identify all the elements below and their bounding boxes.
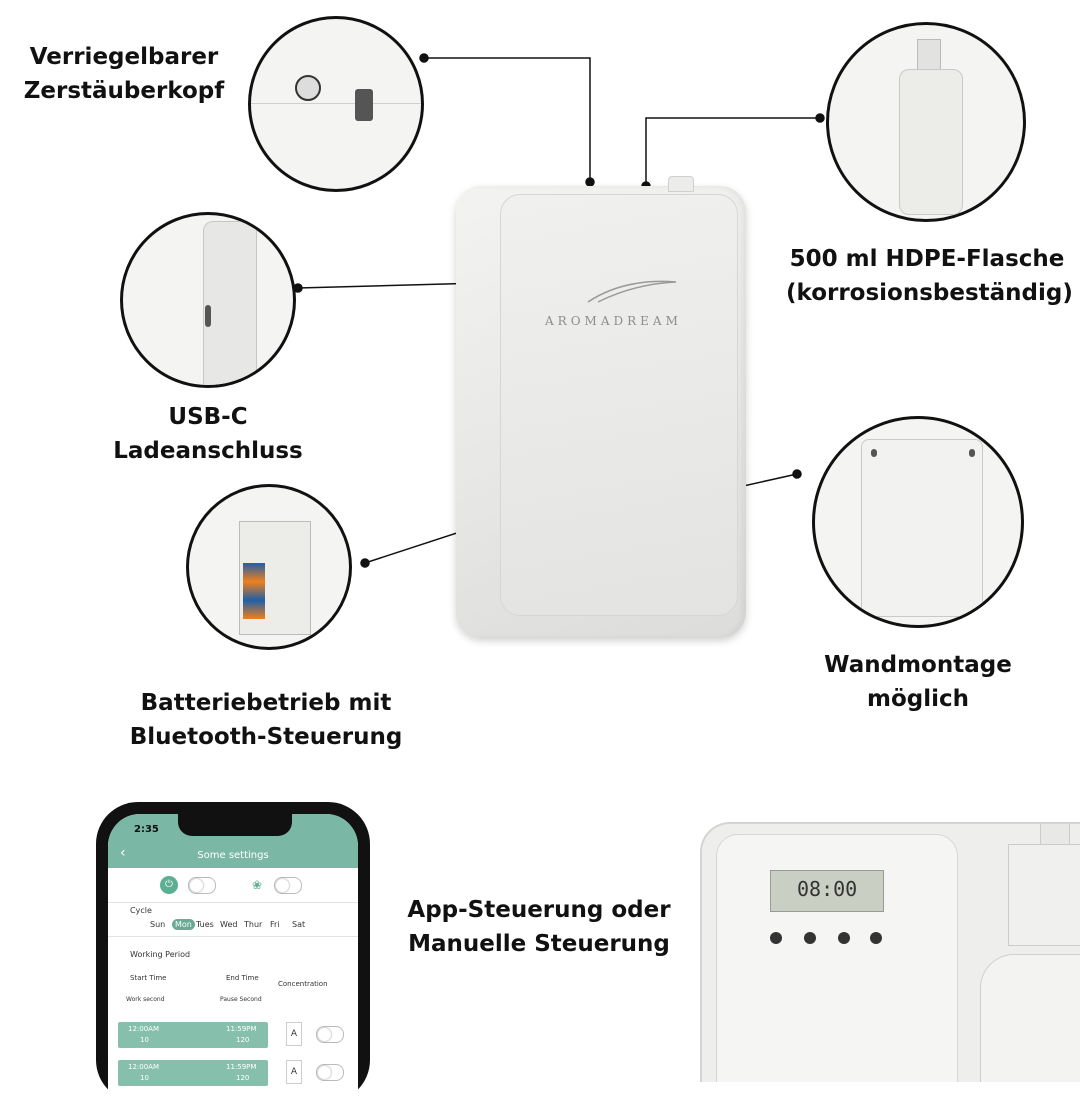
concentration-select[interactable]: A — [286, 1060, 302, 1084]
mount-hole-icon — [871, 449, 877, 457]
device-front-panel — [500, 194, 738, 616]
concentration-select[interactable]: A — [286, 1022, 302, 1046]
end-time-label: End Time — [226, 974, 259, 982]
usb-plug-icon — [355, 89, 373, 121]
play-button-icon — [295, 75, 321, 101]
back-icon[interactable]: ‹ — [120, 845, 126, 861]
concentration-label: Concentration — [278, 980, 328, 988]
row-pause: 120 — [236, 1074, 250, 1082]
row-end: 11:59PM — [226, 1025, 257, 1033]
panel-button[interactable] — [838, 932, 850, 944]
atomizer-detail-circle — [248, 16, 424, 192]
usb-c-port-icon — [205, 305, 211, 327]
row-work: 10 — [140, 1036, 149, 1044]
period-row[interactable]: 12:00AM 11:59PM 10 120 — [118, 1022, 268, 1048]
control-panel-photo: 08:00 — [700, 822, 1080, 1082]
back-panel-shape — [861, 439, 983, 617]
working-period-label: Working Period — [130, 950, 191, 959]
start-time-label: Start Time — [130, 974, 167, 982]
row-start: 12:00AM — [128, 1025, 160, 1033]
panel-button[interactable] — [870, 932, 882, 944]
day-tues[interactable]: Tues — [196, 920, 214, 929]
bottle-label: 500 ml HDPE-Flasche(korrosionsbeständig) — [786, 246, 1073, 306]
status-time: 2:35 — [134, 824, 159, 835]
power-toggle[interactable] — [188, 877, 216, 894]
diffuser-device — [456, 176, 746, 638]
brand-name: AROMADREAM — [545, 314, 682, 328]
day-sun[interactable]: Sun — [150, 920, 166, 929]
mount-hole-icon — [969, 449, 975, 457]
lcd-time: 08:00 — [797, 877, 858, 901]
day-wed[interactable]: Wed — [220, 920, 238, 929]
work-second-label: Work second — [126, 996, 165, 1003]
wall-mount-detail-circle — [812, 416, 1024, 628]
lcd-display: 08:00 — [770, 870, 884, 912]
row-pause: 120 — [236, 1036, 250, 1044]
device-atomizer-cap — [668, 176, 694, 192]
power-icon[interactable]: ⏻ — [160, 876, 178, 894]
row-toggle[interactable] — [316, 1064, 344, 1081]
reservoir-shape — [980, 954, 1080, 1082]
bottle-detail-circle — [826, 22, 1026, 222]
divider — [108, 902, 358, 903]
brand-logo-swoosh — [584, 276, 680, 306]
device-side-shape — [203, 221, 257, 385]
bottle-shape — [1008, 844, 1080, 946]
fan-icon: ❀ — [252, 878, 263, 892]
atomizer-top-edge — [251, 103, 421, 104]
battery-detail-circle — [186, 484, 352, 650]
batteries-shape — [243, 563, 265, 619]
row-work: 10 — [140, 1074, 149, 1082]
bottle-cap-shape — [1040, 824, 1070, 846]
phone-notch — [178, 814, 292, 836]
panel-button[interactable] — [804, 932, 816, 944]
fan-toggle[interactable] — [274, 877, 302, 894]
period-row[interactable]: 12:00AM 11:59PM 10 120 — [118, 1060, 268, 1086]
day-fri[interactable]: Fri — [270, 920, 280, 929]
phone-mockup: 2:35 ‹ Some settings ⏻ ❀ Cycle Sun Mon T… — [96, 802, 370, 1114]
bottle-body-shape — [899, 69, 963, 215]
pause-second-label: Pause Second — [220, 996, 262, 1003]
row-end: 11:59PM — [226, 1063, 257, 1071]
row-start: 12:00AM — [128, 1063, 160, 1071]
cycle-label: Cycle — [130, 906, 152, 915]
row-toggle[interactable] — [316, 1026, 344, 1043]
panel-button[interactable] — [770, 932, 782, 944]
screen-title: Some settings — [197, 850, 269, 861]
day-sat[interactable]: Sat — [292, 920, 306, 929]
usb-detail-circle — [120, 212, 296, 388]
divider — [108, 936, 358, 937]
phone-screen: 2:35 ‹ Some settings ⏻ ❀ Cycle Sun Mon T… — [108, 814, 358, 1114]
bottle-cap-shape — [917, 39, 941, 71]
day-mon[interactable]: Mon — [172, 919, 195, 930]
day-thur[interactable]: Thur — [244, 920, 263, 929]
